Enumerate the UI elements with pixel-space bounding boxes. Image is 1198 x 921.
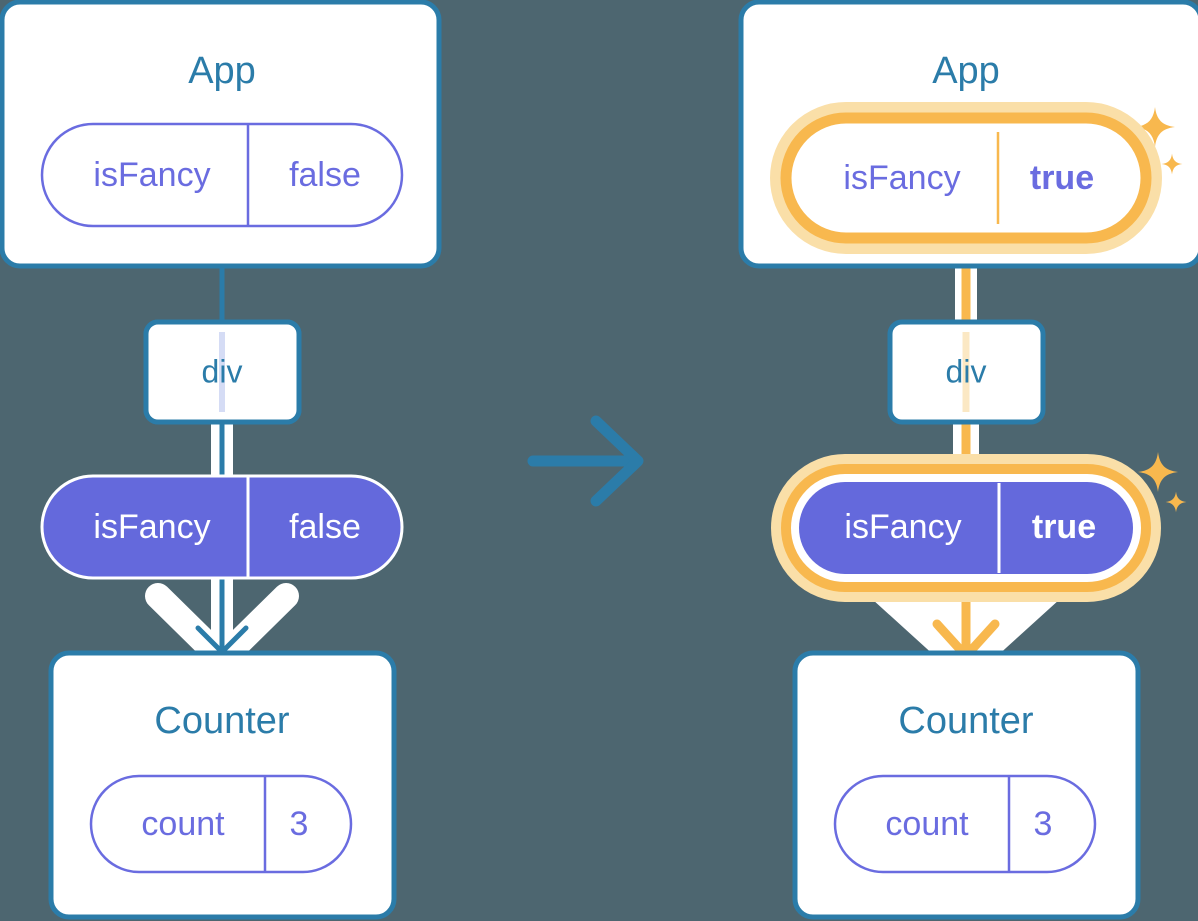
after-app-state-pill: isFancy true	[800, 131, 1132, 225]
pill-value: 3	[1034, 805, 1053, 843]
pill-key: count	[141, 805, 225, 843]
pill-frame	[800, 131, 1132, 225]
pill-frame	[833, 774, 1097, 874]
before-app-state-pill: isFancy false	[40, 122, 404, 228]
before-counter-box: Counter count 3	[48, 650, 397, 920]
before-app-box: App isFancy false	[0, 0, 442, 269]
pill-value: false	[289, 508, 361, 546]
before-diagram: App isFancy false div div	[0, 0, 442, 920]
after-app-title: App	[932, 50, 1000, 92]
after-counter-box: Counter count 3	[792, 650, 1141, 920]
pill-frame	[40, 122, 404, 228]
after-diagram: App isFancy true div	[738, 0, 1198, 920]
before-counter-title: Counter	[154, 700, 290, 742]
after-counter-title: Counter	[898, 700, 1034, 742]
pill-value: true	[1032, 508, 1096, 546]
pill-frame	[40, 474, 404, 580]
pill-key: isFancy	[93, 508, 210, 546]
pill-key: isFancy	[843, 159, 960, 197]
before-counter-state-pill: count 3	[89, 774, 353, 874]
before-prop-pill: isFancy false	[40, 474, 404, 580]
pill-value: false	[289, 156, 361, 194]
pill-frame	[799, 482, 1133, 574]
div-box-border	[143, 319, 302, 425]
transition-arrow-icon	[527, 415, 644, 507]
pill-key: count	[885, 805, 969, 843]
after-div-box: div	[887, 319, 1046, 425]
div-box-border	[887, 319, 1046, 425]
pill-frame	[89, 774, 353, 874]
before-app-title: App	[188, 50, 256, 92]
pill-key: isFancy	[93, 156, 210, 194]
pill-value: 3	[290, 805, 309, 843]
before-div-label-text: div	[202, 353, 243, 389]
pill-value: true	[1030, 159, 1094, 197]
after-prop-pill: isFancy true	[799, 482, 1133, 574]
after-app-box: App isFancy true	[738, 0, 1198, 269]
after-counter-state-pill: count 3	[833, 774, 1097, 874]
pill-key: isFancy	[844, 508, 961, 546]
after-div-label: div	[946, 353, 987, 389]
before-div-box-front: div	[143, 319, 302, 425]
